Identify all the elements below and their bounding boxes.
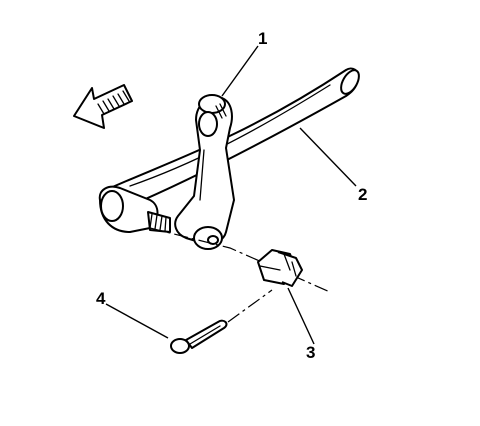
idler-arm (174, 94, 235, 250)
callout-2-label: 2 (358, 185, 367, 204)
leader-line-4 (105, 303, 169, 339)
callout-4-label: 4 (96, 289, 106, 308)
leader-line-1 (221, 45, 259, 97)
relay-rod (105, 67, 360, 211)
leader-line-3 (287, 287, 315, 345)
cotter-pin-axis-line (227, 289, 273, 323)
castellated-nut (257, 249, 303, 287)
forward-arrow-icon (73, 84, 133, 129)
callout-3-label: 3 (306, 343, 315, 362)
cotter-pin (170, 319, 228, 354)
stud-axis-line (149, 227, 331, 293)
leader-line-2 (299, 127, 357, 187)
tie-rod-end (98, 185, 171, 233)
callout-1-label: 1 (258, 29, 267, 48)
